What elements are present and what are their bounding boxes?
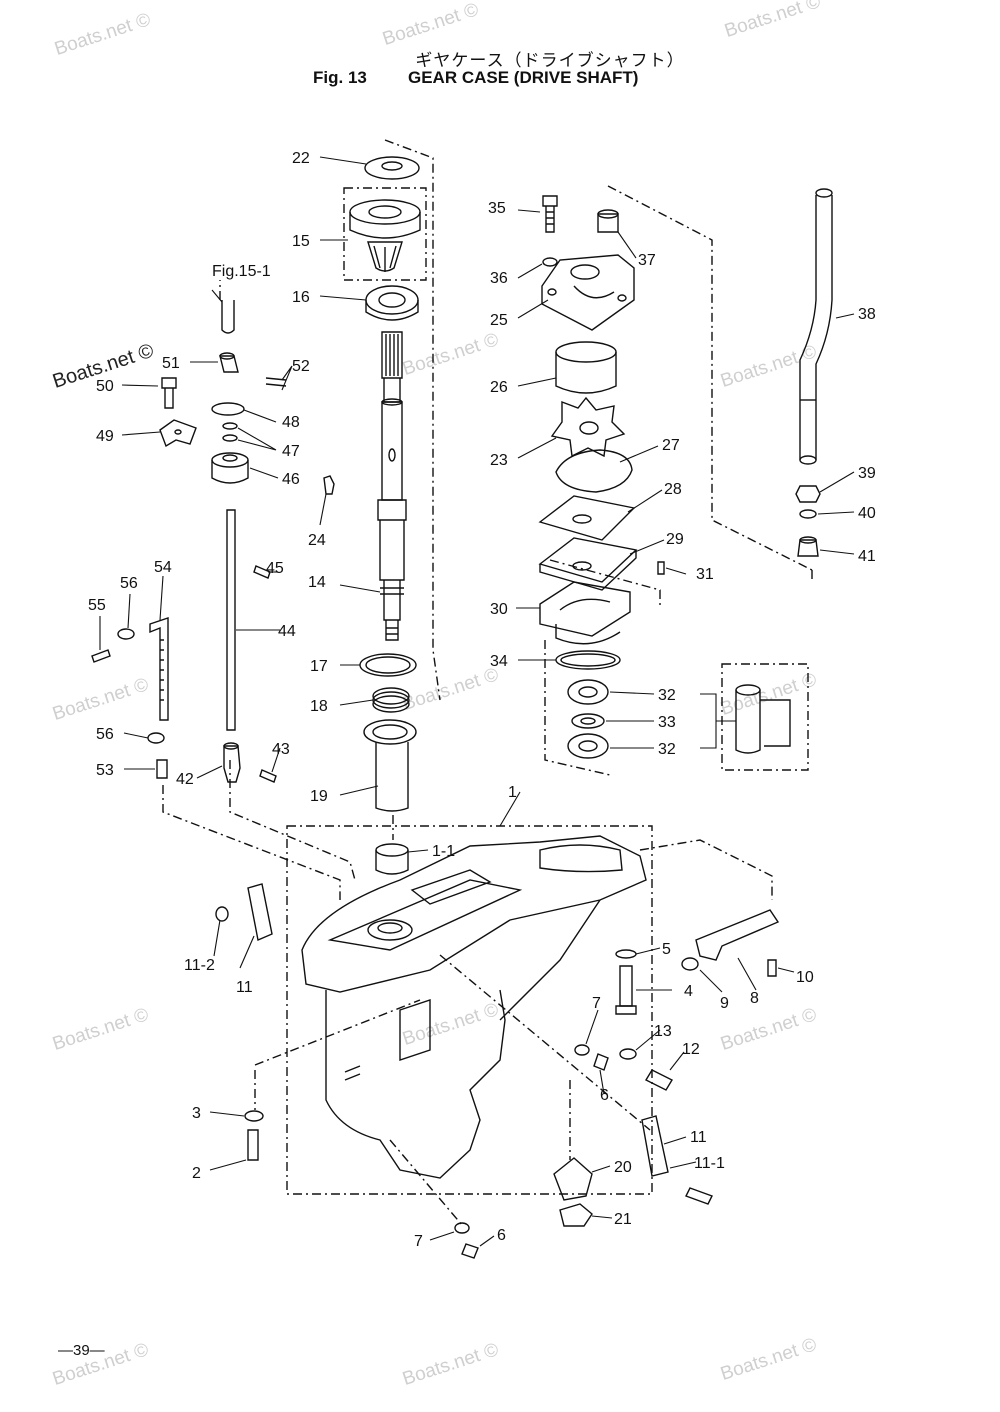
assembly-guide-lines	[162, 139, 813, 1226]
callout-32: 32	[658, 687, 676, 704]
callout-39: 39	[858, 465, 876, 482]
callout-1: 1	[508, 784, 517, 801]
callout-29: 29	[666, 531, 684, 548]
callout-37: 37	[638, 252, 656, 269]
callout-27: 27	[662, 437, 680, 454]
callout-44: 44	[278, 623, 296, 640]
callout-56: 56	[120, 575, 138, 592]
callout-6: 6	[600, 1087, 609, 1104]
callout-38: 38	[858, 306, 876, 323]
callout-7: 7	[414, 1233, 423, 1250]
callout-36: 36	[490, 270, 508, 287]
callout-17: 17	[310, 658, 328, 675]
callout-55: 55	[88, 597, 106, 614]
callout-40: 40	[858, 505, 876, 522]
callout-24: 24	[308, 532, 326, 549]
callout-53: 53	[96, 762, 114, 779]
callout-33: 33	[658, 714, 676, 731]
callout-18: 18	[310, 698, 328, 715]
callout-45: 45	[266, 560, 284, 577]
callout-20: 20	[614, 1159, 632, 1176]
callout-11-1: 11-1	[694, 1155, 725, 1172]
callout-30: 30	[490, 601, 508, 618]
shift-linkage	[91, 300, 287, 783]
callout-19: 19	[310, 788, 328, 805]
callout-9: 9	[720, 995, 729, 1012]
callout-46: 46	[282, 471, 300, 488]
callout-10: 10	[796, 969, 814, 986]
figure-cross-reference: Fig.15-1	[212, 263, 271, 280]
callout-23: 23	[490, 452, 508, 469]
callout-15: 15	[292, 233, 310, 250]
callout-28: 28	[664, 481, 682, 498]
callout-7: 7	[592, 995, 601, 1012]
callout-51: 51	[162, 355, 180, 372]
callout-leader-lines	[99, 156, 855, 1247]
callout-54: 54	[154, 559, 172, 576]
callout-12: 12	[682, 1041, 700, 1058]
water-pump-assembly	[538, 195, 791, 759]
page-number: —39—	[58, 1342, 105, 1359]
callout-31: 31	[696, 566, 714, 583]
callout-4: 4	[684, 983, 693, 1000]
callout-52: 52	[292, 358, 310, 375]
callout-32: 32	[658, 741, 676, 758]
callout-49: 49	[96, 428, 114, 445]
callout-22: 22	[292, 150, 310, 167]
gear-case-housing	[215, 835, 780, 1259]
water-tube-assembly	[795, 188, 833, 557]
callout-13: 13	[654, 1023, 672, 1040]
callout-41: 41	[858, 548, 876, 565]
figure-number: Fig. 13	[313, 68, 367, 87]
callout-14: 14	[308, 574, 326, 591]
callout-3: 3	[192, 1105, 201, 1122]
callout-11-2: 11-2	[184, 957, 215, 974]
callout-labels: Fig.15-1 1 1-1 2 3 4 5 6 6 7 7 8 9 10 11…	[88, 150, 876, 1250]
callout-26: 26	[490, 379, 508, 396]
callout-5: 5	[662, 941, 671, 958]
callout-1-1: 1-1	[432, 843, 455, 860]
callout-25: 25	[490, 312, 508, 329]
title-japanese: ギヤケース（ドライブシャフト）	[415, 51, 685, 71]
callout-43: 43	[272, 741, 290, 758]
callout-21: 21	[614, 1211, 632, 1228]
callout-56: 56	[96, 726, 114, 743]
callout-16: 16	[292, 289, 310, 306]
callout-47: 47	[282, 443, 300, 460]
callout-35: 35	[488, 200, 506, 217]
callout-6: 6	[497, 1227, 506, 1244]
callout-2: 2	[192, 1165, 201, 1182]
callout-11: 11	[690, 1129, 707, 1146]
drive-shaft-stack	[323, 156, 421, 875]
title-english: GEAR CASE (DRIVE SHAFT)	[408, 68, 639, 87]
callout-42: 42	[176, 771, 194, 788]
callout-11: 11	[236, 979, 253, 996]
callout-34: 34	[490, 653, 508, 670]
callout-48: 48	[282, 414, 300, 431]
callout-50: 50	[96, 378, 114, 395]
callout-8: 8	[750, 990, 759, 1007]
